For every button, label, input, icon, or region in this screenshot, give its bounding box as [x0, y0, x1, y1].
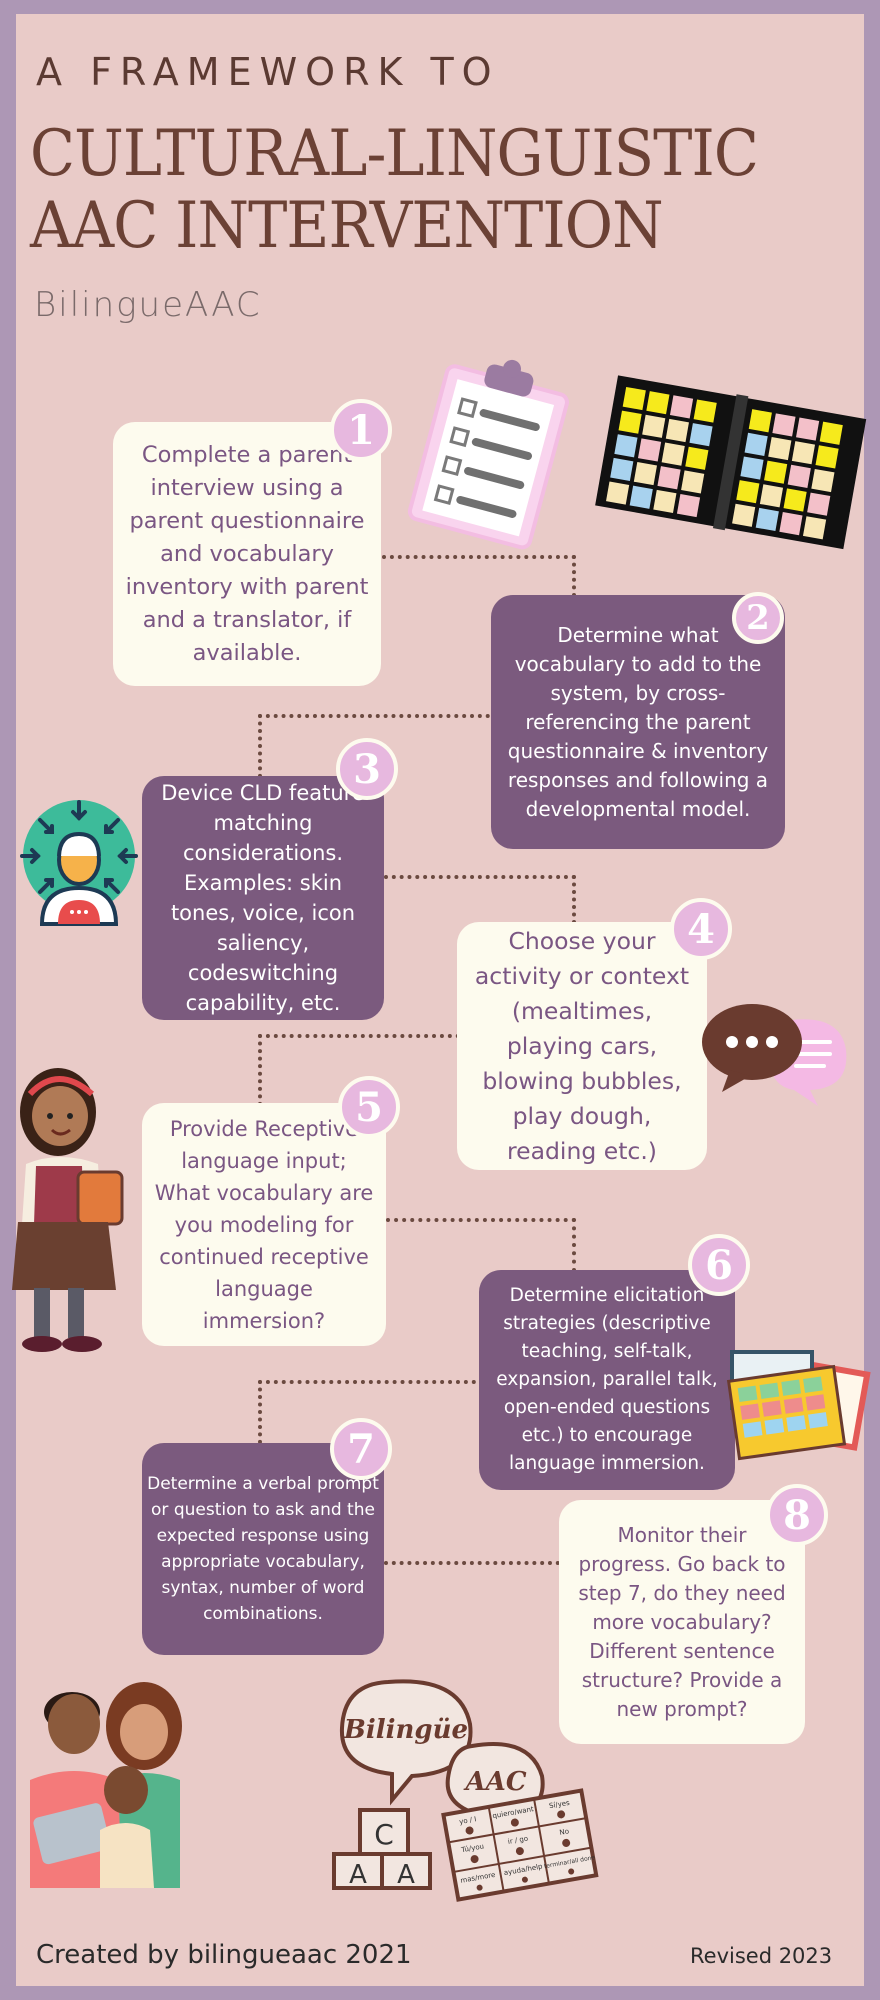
step-5-badge: 5	[338, 1076, 400, 1138]
logo-block-a-1: A	[349, 1860, 367, 1890]
step-8-text: Monitor their progress. Go back to step …	[578, 1522, 786, 1721]
connector-2-3	[258, 714, 490, 778]
board-word-5: ir / go	[507, 1835, 528, 1846]
created-by: Created by bilingueaac 2021	[36, 1940, 412, 1970]
step-5-text: Provide Receptive language input; What v…	[154, 1116, 374, 1333]
family-illustration	[30, 1682, 182, 1888]
person-focus-icon	[20, 800, 138, 926]
board-word-3: Sí/yes	[548, 1799, 570, 1811]
step-4-card: Choose your activity or context (mealtim…	[457, 922, 707, 1170]
brand-name: BilingueAAC	[34, 285, 262, 325]
step-2-badge: 2	[732, 592, 784, 644]
board-word-6: No	[559, 1827, 570, 1837]
connector-5-6	[386, 1218, 576, 1272]
title-line-2: AAC INTERVENTION	[30, 189, 664, 263]
step-6-badge: 6	[688, 1234, 750, 1296]
speech-bubbles-icon	[702, 1004, 847, 1106]
clipboard-icon	[407, 359, 569, 550]
step-5-card: Provide Receptive language input; What v…	[142, 1103, 386, 1346]
logo-bubble-1-text: Bilingüe	[343, 1715, 468, 1745]
connector-3-4	[384, 875, 576, 924]
step-4-text: Choose your activity or context (mealtim…	[474, 926, 690, 1165]
step-1-text: Complete a parent interview using a pare…	[125, 441, 369, 666]
step-7-text: Determine a verbal prompt or question to…	[147, 1474, 379, 1624]
logo-bubble-2-text: AAC	[462, 1767, 526, 1797]
connector-7-8	[384, 1561, 560, 1565]
step-1-card: Complete a parent interview using a pare…	[113, 422, 381, 686]
logo-block-a-2: A	[397, 1860, 415, 1890]
step-7-badge: 7	[330, 1418, 392, 1480]
revised-date: Revised 2023	[690, 1944, 833, 1968]
connector-4-5	[258, 1034, 460, 1106]
board-word-1: yo / I	[459, 1815, 477, 1826]
title-line-1: CULTURAL-LINGUISTIC	[30, 117, 759, 191]
logo-block-c: C	[374, 1818, 394, 1851]
supertitle: A FRAMEWORK TO	[36, 50, 500, 94]
step-4-badge: 4	[670, 898, 732, 960]
step-6-text: Determine elicitation strategies (descri…	[496, 1285, 718, 1474]
step-3-text: Device CLD feature matching consideratio…	[161, 781, 365, 1015]
step-8-card: Monitor their progress. Go back to step …	[559, 1500, 805, 1744]
main-title: CULTURAL-LINGUISTIC AAC INTERVENTION	[30, 117, 759, 263]
communication-board-icon	[595, 375, 867, 550]
step-7-card: Determine a verbal prompt or question to…	[142, 1443, 384, 1655]
step-3-badge: 3	[336, 738, 398, 800]
step-2-text: Determine what vocabulary to add to the …	[507, 622, 769, 821]
girl-with-tablet-illustration	[12, 1068, 124, 1352]
connector-6-7	[258, 1380, 484, 1444]
step-1-badge: 1	[330, 399, 392, 461]
step-6-card: Determine elicitation strategies (descri…	[479, 1270, 735, 1490]
aac-boards-icon	[726, 1350, 871, 1461]
bilingue-aac-logo: Bilingüe AAC C A A yo / I quiero/want Sí…	[332, 1679, 599, 1902]
step-2-card: Determine what vocabulary to add to the …	[491, 595, 785, 849]
connector-1-2	[382, 555, 576, 597]
step-8-badge: 8	[766, 1484, 828, 1546]
step-3-card: Device CLD feature matching consideratio…	[142, 776, 384, 1020]
